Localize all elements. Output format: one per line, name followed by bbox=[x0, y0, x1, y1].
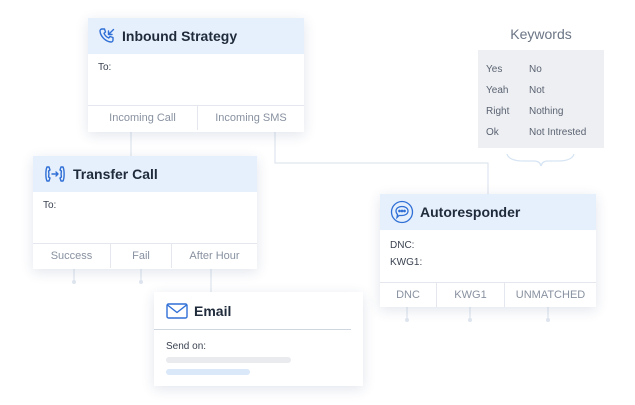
keywords-table: Yes No Yeah Not Right Nothing Ok Not Int… bbox=[478, 50, 604, 148]
keyword-row: Yeah Not bbox=[486, 80, 604, 101]
inbound-strategy-title: Inbound Strategy bbox=[122, 28, 238, 44]
autoresponder-field-kwg1: KWG1: bbox=[390, 257, 423, 268]
keyword-positive: Right bbox=[486, 106, 510, 117]
transfer-call-header: Transfer Call bbox=[33, 156, 257, 192]
inbound-outcomes: Incoming Call Incoming SMS bbox=[88, 106, 304, 130]
outcome-success[interactable]: Success bbox=[33, 244, 111, 268]
transfer-outcomes: Success Fail After Hour bbox=[33, 244, 257, 268]
email-placeholder-bar-blue bbox=[166, 369, 250, 375]
transfer-call-card[interactable]: Transfer Call To: Success Fail After Hou… bbox=[33, 156, 257, 269]
autoresponder-card[interactable]: Autoresponder DNC: KWG1: DNC KWG1 UNMATC… bbox=[380, 194, 596, 307]
keyword-positive: Ok bbox=[486, 127, 499, 138]
outcome-unmatched[interactable]: UNMATCHED bbox=[515, 289, 586, 301]
autoresponder-header: Autoresponder bbox=[380, 194, 596, 230]
email-header: Email bbox=[154, 292, 351, 330]
keyword-row: Ok Not Intrested bbox=[486, 122, 604, 143]
inbound-strategy-header: Inbound Strategy bbox=[88, 18, 304, 54]
email-placeholder-bar-gray bbox=[166, 357, 291, 363]
outcome-fail[interactable]: Fail bbox=[111, 244, 172, 268]
outcome-incoming-call[interactable]: Incoming Call bbox=[88, 106, 198, 130]
email-send-label: Send on: bbox=[166, 341, 207, 352]
transfer-to-label: To: bbox=[43, 200, 57, 211]
email-title: Email bbox=[194, 302, 232, 319]
inbound-strategy-card[interactable]: Inbound Strategy To: Incoming Call Incom… bbox=[88, 18, 304, 132]
outcome-incoming-sms[interactable]: Incoming SMS bbox=[215, 112, 287, 124]
email-card[interactable]: Email Send on: bbox=[154, 292, 363, 386]
keyword-row: Right Nothing bbox=[486, 101, 604, 122]
inbound-to-label: To: bbox=[98, 62, 112, 73]
keyword-negative: Not bbox=[529, 85, 545, 96]
transfer-call-title: Transfer Call bbox=[73, 166, 158, 182]
chat-bubble-icon bbox=[390, 200, 414, 224]
phone-transfer-icon bbox=[43, 165, 67, 183]
keyword-negative: Nothing bbox=[529, 106, 564, 117]
autoresponder-outcomes: DNC KWG1 UNMATCHED bbox=[380, 283, 596, 307]
keyword-negative: No bbox=[529, 64, 542, 75]
outcome-after-hour[interactable]: After Hour bbox=[189, 250, 240, 262]
outcome-kwg1[interactable]: KWG1 bbox=[437, 283, 505, 307]
autoresponder-title: Autoresponder bbox=[420, 204, 521, 220]
mail-icon bbox=[166, 302, 188, 319]
inbound-strategy-body: To: bbox=[88, 54, 304, 106]
keywords-title: Keywords bbox=[510, 26, 572, 42]
keyword-positive: Yes bbox=[486, 64, 503, 75]
phone-incoming-icon bbox=[98, 27, 116, 45]
autoresponder-field-dnc: DNC: bbox=[390, 240, 415, 251]
autoresponder-body: DNC: KWG1: bbox=[380, 230, 596, 283]
keyword-positive: Yeah bbox=[486, 85, 509, 96]
transfer-call-body: To: bbox=[33, 192, 257, 244]
keyword-row: Yes No bbox=[486, 59, 604, 80]
outcome-dnc[interactable]: DNC bbox=[380, 283, 437, 307]
keywords-brace bbox=[506, 153, 575, 167]
keyword-negative: Not Intrested bbox=[529, 127, 587, 138]
